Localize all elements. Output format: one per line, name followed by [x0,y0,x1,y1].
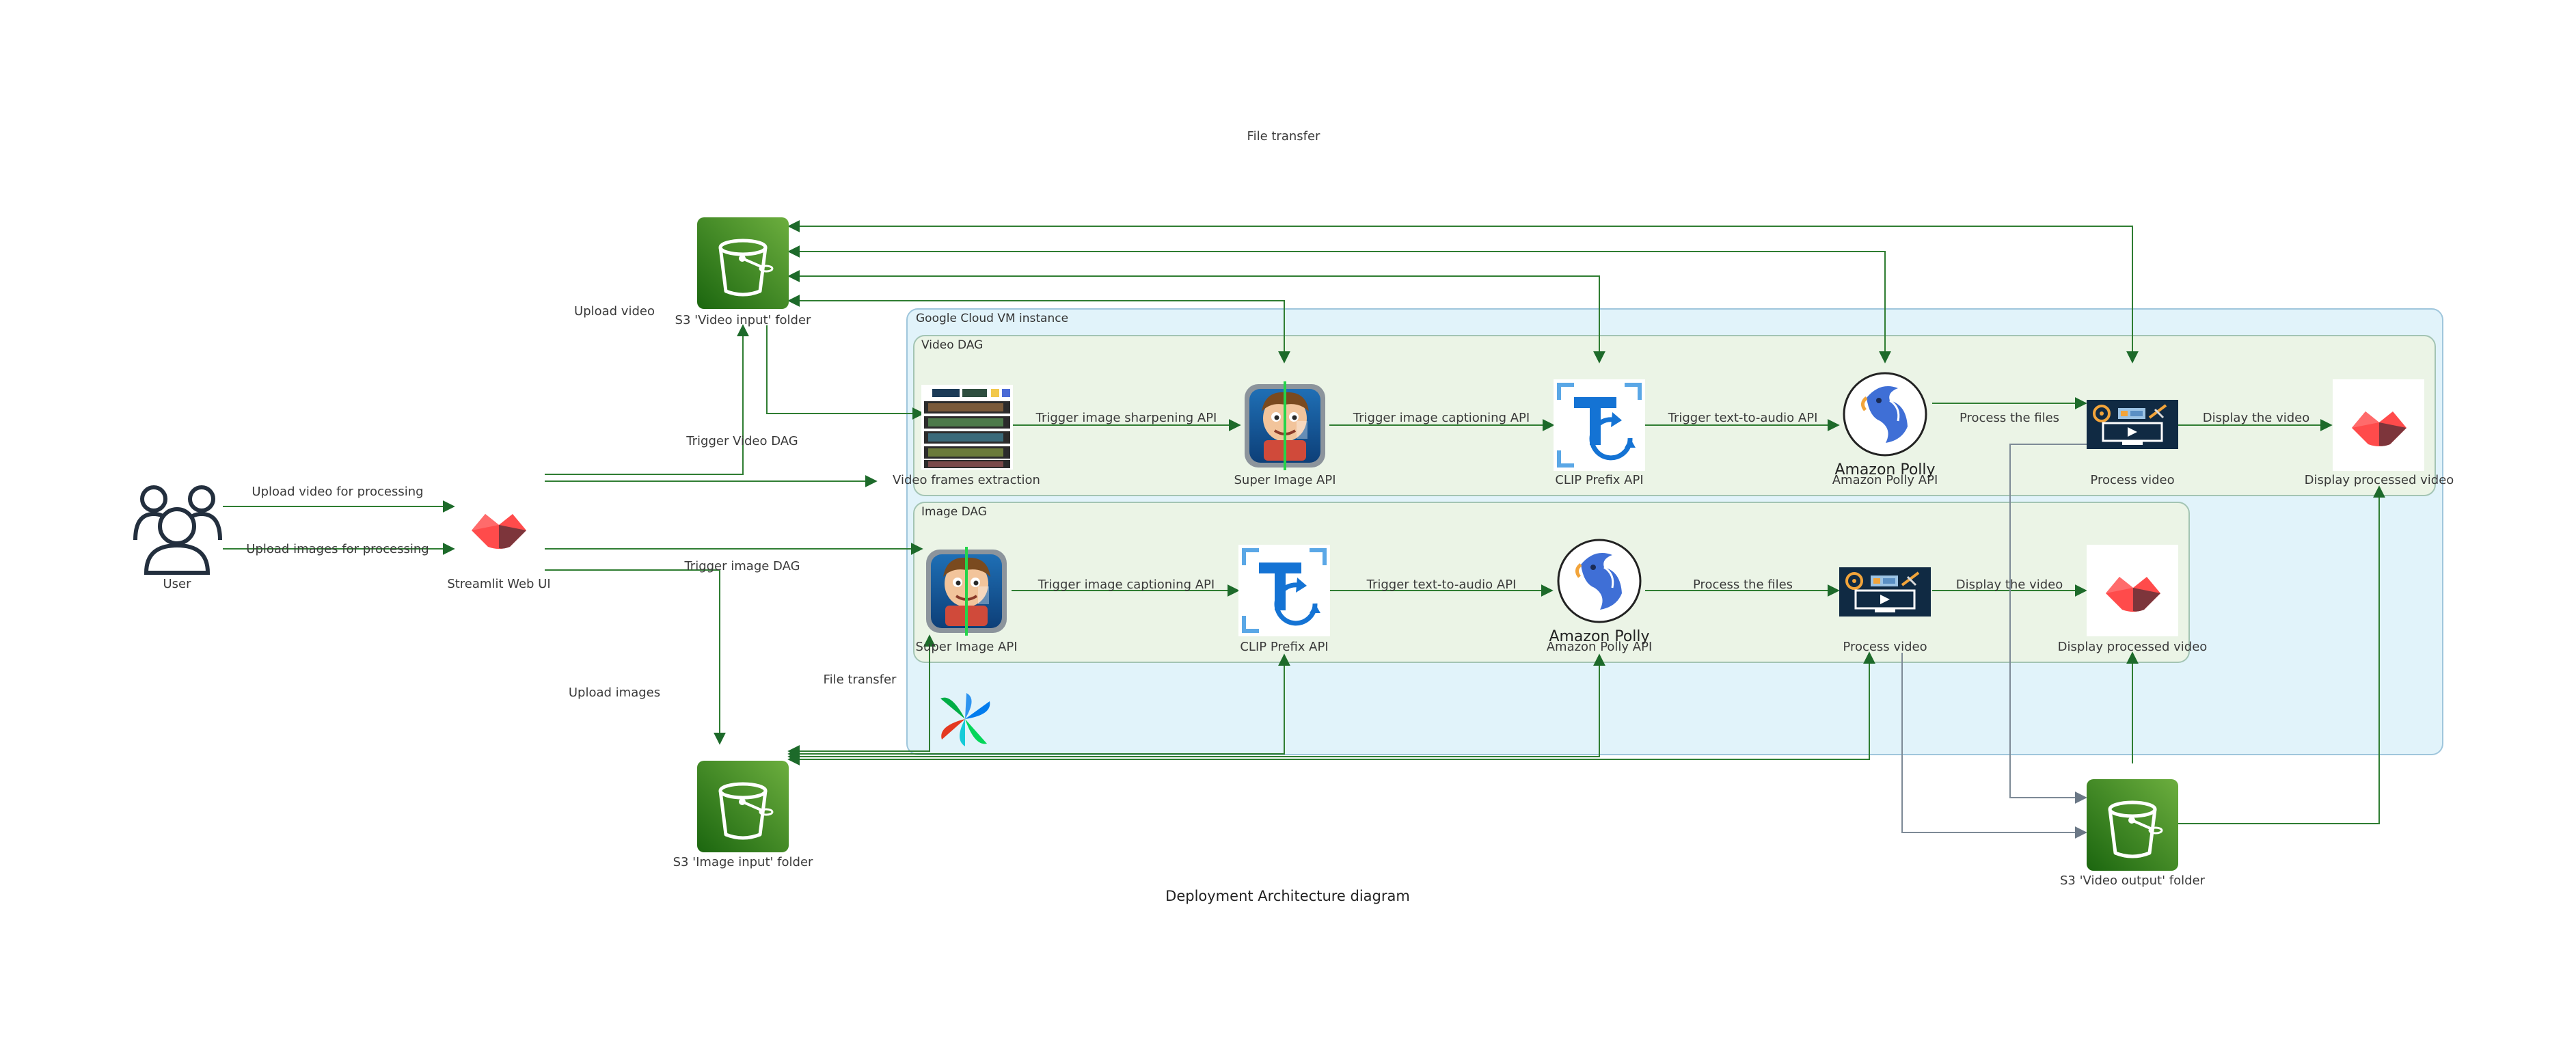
amazon-polly-icon [1844,373,1926,455]
node-v-frames: Video frames extraction [893,385,1040,487]
video-editing-icon [1838,566,1932,618]
edge-labels: File transfer Upload video Upload video … [246,129,2309,700]
edges-grey [1901,444,2087,839]
node-i-display-label: Display processed video [2058,640,2208,654]
cluster-video-dag-label: Video DAG [921,338,983,352]
polly-wordmark: Amazon Polly [1549,628,1649,645]
label-trigger-image-dag: Trigger image DAG [683,559,800,573]
video-editing-icon [2085,398,2180,450]
edge-s3-video-super [787,295,1290,364]
clip-text-icon [1554,379,1645,471]
label-v-sharpen: Trigger image sharpening API [1035,411,1217,425]
node-user: User [133,485,222,591]
label-v-caption: Trigger image captioning API [1353,411,1530,425]
node-s3-video-output: S3 'Video output' folder [2060,779,2206,888]
node-v-clip-label: CLIP Prefix API [1555,473,1643,487]
s3-bucket-icon [697,217,789,309]
label-i-tts: Trigger text-to-audio API [1366,578,1517,592]
label-file-transfer-top: File transfer [1247,129,1321,144]
label-v-tts: Trigger text-to-audio API [1668,411,1818,425]
label-i-process-files: Process the files [1693,578,1793,592]
label-v-display-video: Display the video [2203,411,2310,425]
edge-streamlit-s3-image [545,569,726,745]
amazon-polly-icon [1558,540,1640,622]
label-upload-images: Upload images [569,686,660,700]
node-v-polly: Amazon Polly Amazon Polly API [1832,373,1938,487]
node-s3-video-output-label: S3 'Video output' folder [2060,873,2206,888]
node-v-clip: CLIP Prefix API [1554,379,1645,487]
edge-s3-video-clip [787,270,1605,364]
super-image-icon [1243,380,1327,472]
edge-output-v-display [2178,485,2385,824]
node-s3-image-input-label: S3 'Image input' folder [673,855,813,869]
edge-s3-video-polly [787,245,1891,364]
node-i-super: Super Image API [915,545,1018,654]
node-v-super-label: Super Image API [1234,473,1336,487]
node-v-frames-label: Video frames extraction [893,473,1040,487]
cluster-image-dag-label: Image DAG [921,505,987,519]
node-v-display-label: Display processed video [2305,473,2454,487]
label-file-transfer-bottom: File transfer [824,673,897,687]
node-i-process: Process video [1838,566,1932,654]
polly-wordmark: Amazon Polly [1834,461,1935,478]
edge-s3-image-process [787,651,1875,766]
label-upload-video-processing: Upload video for processing [252,485,423,499]
label-i-display-video: Display the video [1956,578,2063,592]
node-i-clip: CLIP Prefix API [1238,545,1330,654]
node-s3-video-input: S3 'Video input' folder [675,217,812,327]
clip-text-icon [1238,545,1330,636]
node-i-polly: Amazon Polly Amazon Polly API [1547,540,1653,654]
node-v-polly-label: Amazon Polly API [1832,473,1938,487]
streamlit-logo-icon [472,514,526,549]
edge-v-process-output [2009,444,2087,804]
node-i-polly-label: Amazon Polly API [1547,640,1653,654]
s3-bucket-icon [2087,779,2178,871]
node-v-process-label: Process video [2090,473,2174,487]
super-image-icon [925,545,1008,637]
node-streamlit: Streamlit Web UI [447,514,551,591]
cluster-image-dag: Image DAG [913,502,2190,663]
node-s3-image-input: S3 'Image input' folder [673,761,813,869]
label-trigger-video-dag: Trigger Video DAG [686,434,798,448]
node-i-super-label: Super Image API [915,640,1017,654]
diagram-title: Deployment Architecture diagram [1165,888,1410,904]
label-upload-images-processing: Upload images for processing [246,542,429,556]
node-v-super: Super Image API [1234,380,1336,487]
users-icon [133,485,222,575]
node-s3-video-input-label: S3 'Video input' folder [675,313,812,327]
node-i-process-label: Process video [1843,640,1927,654]
label-upload-video: Upload video [574,304,655,319]
edge-streamlit-s3-video [545,324,749,475]
node-user-label: User [163,577,191,591]
edge-i-process-output [1901,653,2087,839]
s3-bucket-icon [697,761,789,852]
node-v-display: Display processed video [2305,379,2454,487]
node-i-clip-label: CLIP Prefix API [1240,640,1328,654]
node-streamlit-label: Streamlit Web UI [447,577,550,591]
film-frames-icon [921,385,1013,470]
label-i-caption: Trigger image captioning API [1038,578,1215,592]
node-v-process: Process video [2085,398,2180,487]
label-v-process-files: Process the files [1960,411,2059,425]
node-i-display: Display processed video [2058,545,2208,654]
edge-s3-video-process [787,220,2139,364]
edges [223,220,2385,824]
edge-s3-frames [766,325,925,420]
cluster-vm-label: Google Cloud VM instance [916,312,1068,325]
